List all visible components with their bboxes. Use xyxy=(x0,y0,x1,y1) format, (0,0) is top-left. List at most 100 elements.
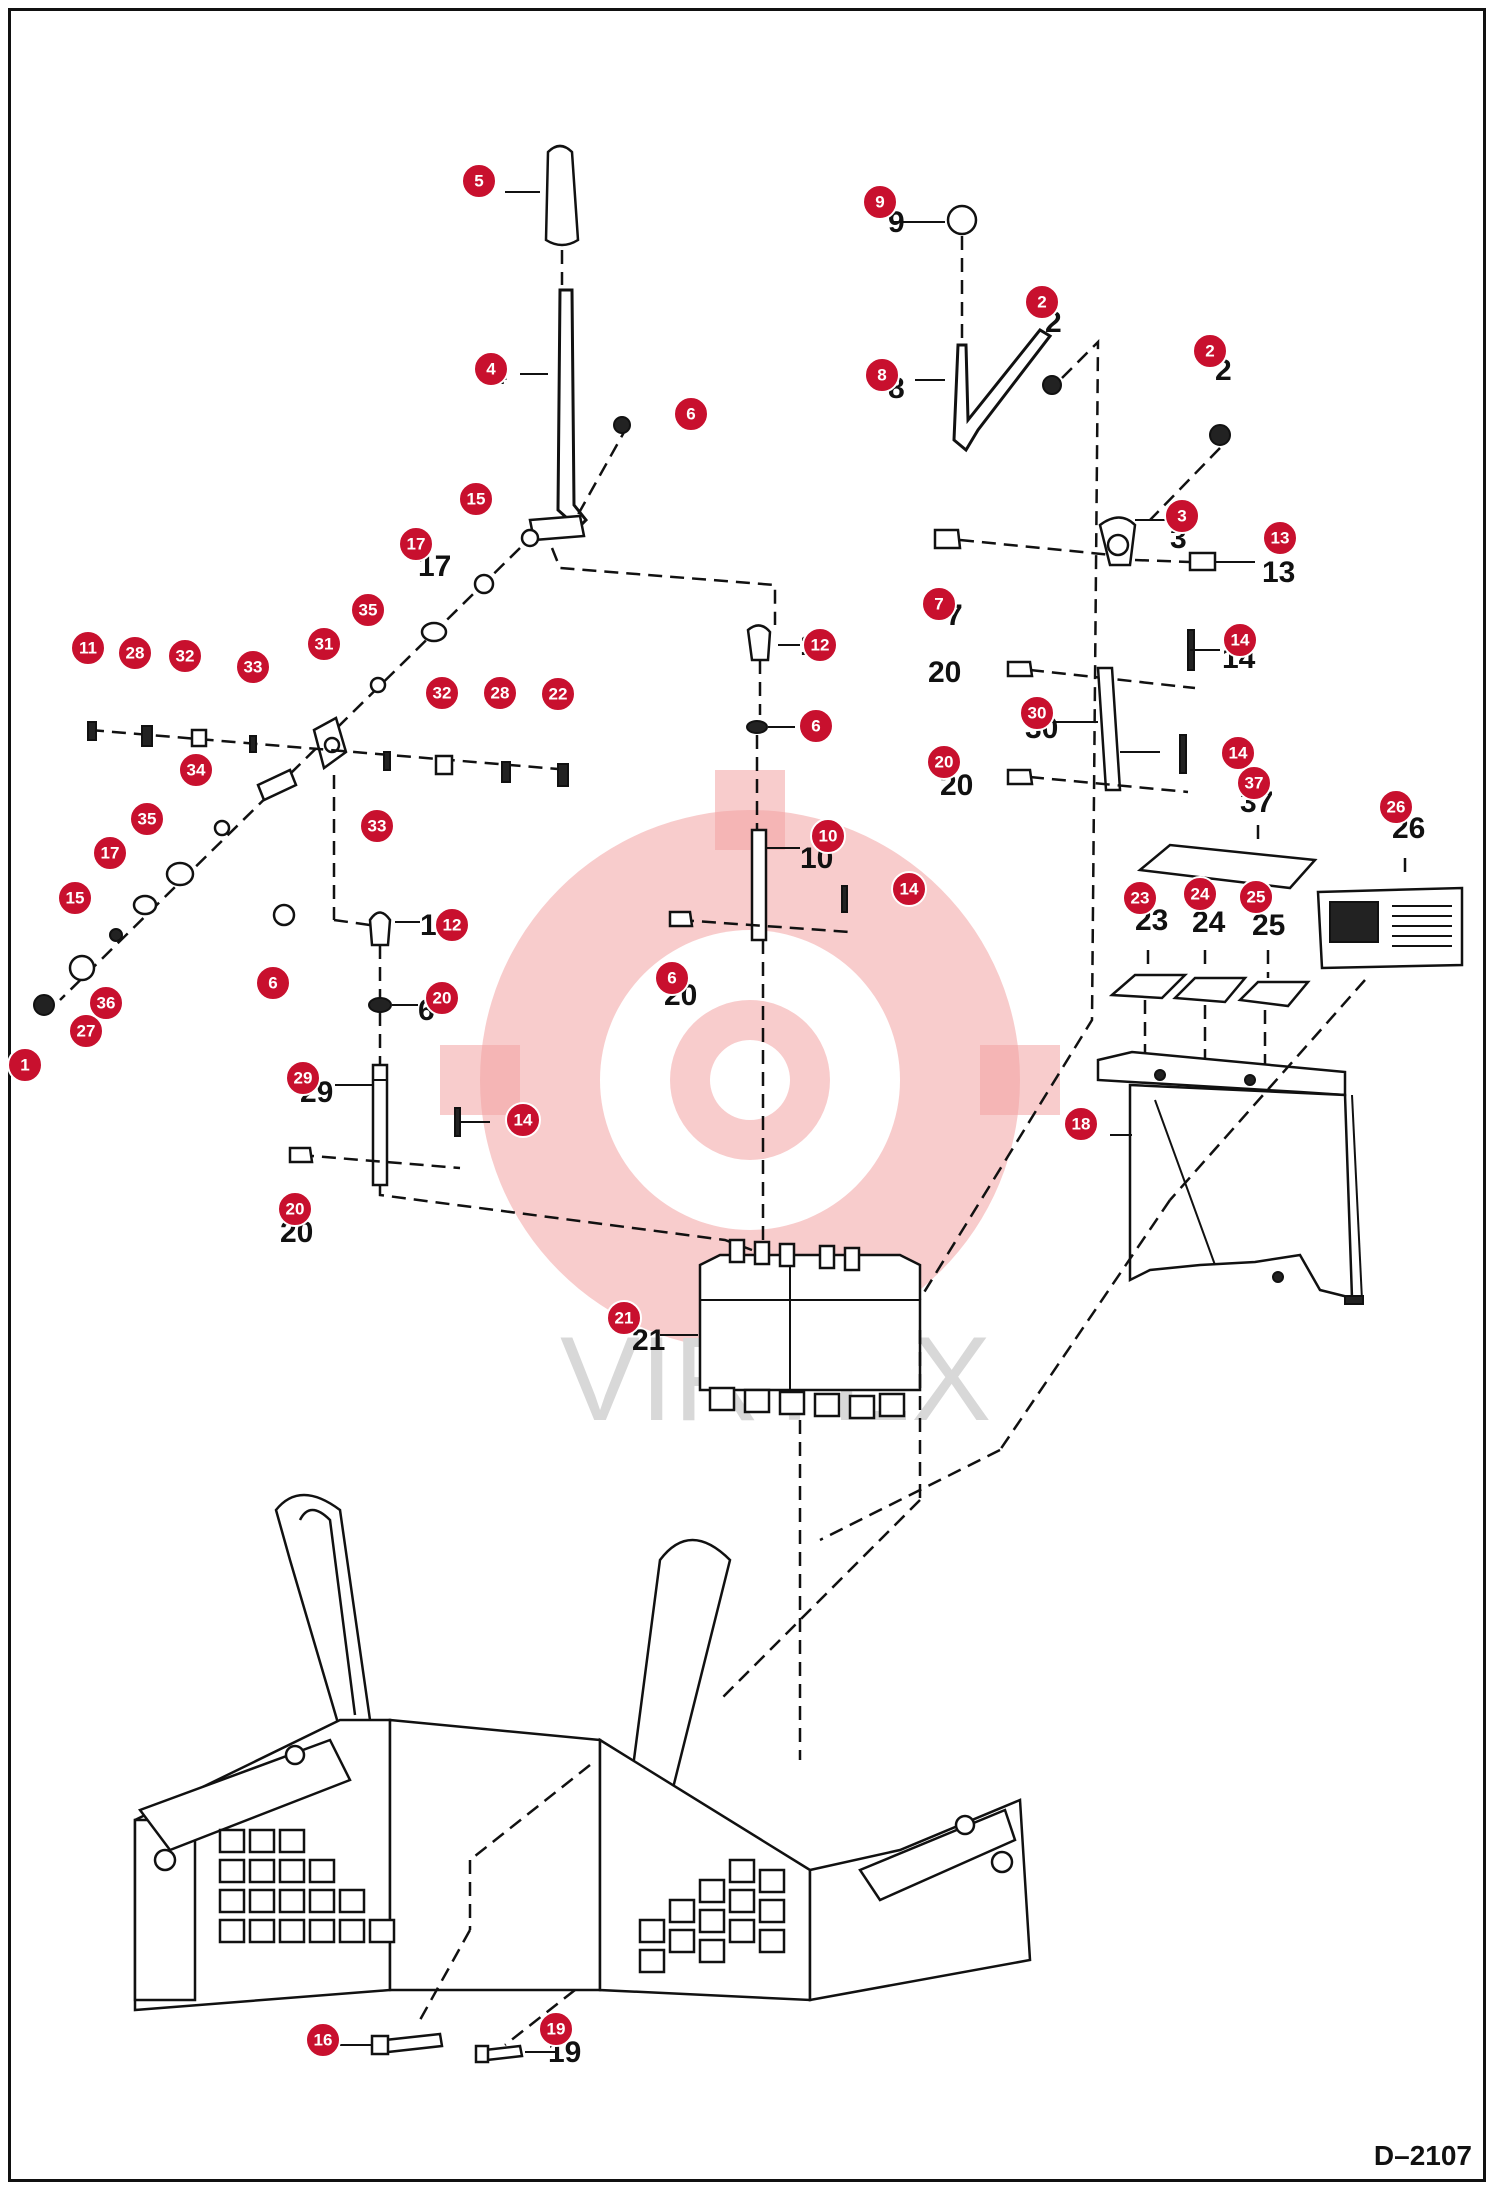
callout-circle[interactable] xyxy=(235,649,271,685)
callout-35[interactable]: 35 xyxy=(350,592,386,628)
callout-37[interactable]: 37 xyxy=(1236,765,1272,801)
callout-circle[interactable] xyxy=(810,818,846,854)
callout-5[interactable]: 5 xyxy=(461,163,497,199)
callout-17[interactable]: 17 xyxy=(92,835,128,871)
callout-circle[interactable] xyxy=(434,907,470,943)
callout-35[interactable]: 35 xyxy=(129,801,165,837)
callout-14[interactable]: 14 xyxy=(505,1102,541,1138)
callout-20[interactable]: 20 xyxy=(277,1191,313,1227)
callout-33[interactable]: 33 xyxy=(235,649,271,685)
callout-circle[interactable] xyxy=(117,635,153,671)
callout-14[interactable]: 14 xyxy=(891,871,927,907)
callout-circle[interactable] xyxy=(1378,789,1414,825)
callout-circle[interactable] xyxy=(424,980,460,1016)
callout-circle[interactable] xyxy=(1182,876,1218,912)
callout-circle[interactable] xyxy=(92,835,128,871)
callout-circle[interactable] xyxy=(1122,880,1158,916)
callout-23[interactable]: 23 xyxy=(1122,880,1158,916)
callout-circle[interactable] xyxy=(1220,735,1256,771)
callout-circle[interactable] xyxy=(606,1300,642,1336)
callout-9[interactable]: 9 xyxy=(862,184,898,220)
callout-circle[interactable] xyxy=(921,586,957,622)
callout-circle[interactable] xyxy=(1019,695,1055,731)
callout-31[interactable]: 31 xyxy=(306,626,342,662)
callout-6[interactable]: 6 xyxy=(673,396,709,432)
callout-circle[interactable] xyxy=(891,871,927,907)
callout-circle[interactable] xyxy=(473,351,509,387)
callout-17[interactable]: 17 xyxy=(398,526,434,562)
callout-circle[interactable] xyxy=(458,481,494,517)
callout-circle[interactable] xyxy=(673,396,709,432)
callout-circle[interactable] xyxy=(654,960,690,996)
callout-36[interactable]: 36 xyxy=(88,985,124,1021)
callout-18[interactable]: 18 xyxy=(1063,1106,1099,1142)
callout-circle[interactable] xyxy=(167,638,203,674)
callout-28[interactable]: 28 xyxy=(482,675,518,711)
callout-circle[interactable] xyxy=(1238,879,1274,915)
callout-24[interactable]: 24 xyxy=(1182,876,1218,912)
callout-6[interactable]: 6 xyxy=(798,708,834,744)
callout-circle[interactable] xyxy=(1262,520,1298,556)
callout-circle[interactable] xyxy=(505,1102,541,1138)
callout-30[interactable]: 30 xyxy=(1019,695,1055,731)
callout-circle[interactable] xyxy=(350,592,386,628)
callout-circle[interactable] xyxy=(1222,622,1258,658)
callout-22[interactable]: 22 xyxy=(540,676,576,712)
callout-3[interactable]: 3 xyxy=(1164,498,1200,534)
callout-13[interactable]: 13 xyxy=(1262,520,1298,556)
callout-circle[interactable] xyxy=(1236,765,1272,801)
callout-circle[interactable] xyxy=(88,985,124,1021)
callout-circle[interactable] xyxy=(424,675,460,711)
callout-27[interactable]: 27 xyxy=(68,1013,104,1049)
callout-29[interactable]: 29 xyxy=(285,1060,321,1096)
callout-circle[interactable] xyxy=(1192,333,1228,369)
callout-25[interactable]: 25 xyxy=(1238,879,1274,915)
callout-circle[interactable] xyxy=(926,744,962,780)
callout-1[interactable]: 1 xyxy=(7,1047,43,1083)
callout-16[interactable]: 16 xyxy=(305,2022,341,2058)
callout-10[interactable]: 10 xyxy=(810,818,846,854)
callout-2[interactable]: 2 xyxy=(1192,333,1228,369)
callout-12[interactable]: 12 xyxy=(802,627,838,663)
callout-2[interactable]: 2 xyxy=(1024,284,1060,320)
callout-circle[interactable] xyxy=(129,801,165,837)
callout-8[interactable]: 8 xyxy=(864,357,900,393)
callout-7[interactable]: 7 xyxy=(921,586,957,622)
callout-circle[interactable] xyxy=(461,163,497,199)
callout-circle[interactable] xyxy=(1063,1106,1099,1142)
callout-34[interactable]: 34 xyxy=(178,752,214,788)
callout-circle[interactable] xyxy=(57,880,93,916)
callout-21[interactable]: 21 xyxy=(606,1300,642,1336)
callout-circle[interactable] xyxy=(798,708,834,744)
callout-12[interactable]: 12 xyxy=(434,907,470,943)
callout-circle[interactable] xyxy=(70,630,106,666)
callout-32[interactable]: 32 xyxy=(424,675,460,711)
callout-11[interactable]: 11 xyxy=(70,630,106,666)
callout-20[interactable]: 20 xyxy=(926,744,962,780)
callout-19[interactable]: 19 xyxy=(538,2011,574,2047)
callout-26[interactable]: 26 xyxy=(1378,789,1414,825)
callout-20[interactable]: 20 xyxy=(424,980,460,1016)
callout-circle[interactable] xyxy=(178,752,214,788)
callout-circle[interactable] xyxy=(538,2011,574,2047)
callout-6[interactable]: 6 xyxy=(654,960,690,996)
callout-circle[interactable] xyxy=(540,676,576,712)
callout-circle[interactable] xyxy=(802,627,838,663)
callout-circle[interactable] xyxy=(1164,498,1200,534)
callout-circle[interactable] xyxy=(398,526,434,562)
callout-circle[interactable] xyxy=(306,626,342,662)
callout-circle[interactable] xyxy=(7,1047,43,1083)
callout-4[interactable]: 4 xyxy=(473,351,509,387)
callout-28[interactable]: 28 xyxy=(117,635,153,671)
callout-circle[interactable] xyxy=(864,357,900,393)
callout-15[interactable]: 15 xyxy=(458,481,494,517)
callout-circle[interactable] xyxy=(277,1191,313,1227)
callout-circle[interactable] xyxy=(1024,284,1060,320)
callout-14[interactable]: 14 xyxy=(1220,735,1256,771)
callout-33[interactable]: 33 xyxy=(359,808,395,844)
callout-15[interactable]: 15 xyxy=(57,880,93,916)
callout-circle[interactable] xyxy=(305,2022,341,2058)
callout-circle[interactable] xyxy=(862,184,898,220)
callout-6[interactable]: 6 xyxy=(255,965,291,1001)
callout-circle[interactable] xyxy=(68,1013,104,1049)
